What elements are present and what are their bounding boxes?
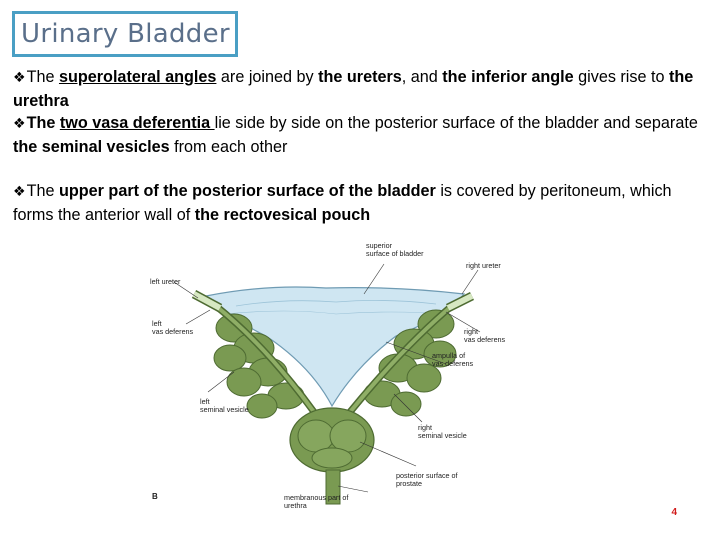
text: , and — [401, 68, 443, 86]
text: The — [26, 114, 60, 132]
page-number: 4 — [671, 507, 677, 518]
bladder-illustration — [146, 236, 514, 516]
text: gives rise to — [573, 68, 669, 86]
bullet-3: ❖The upper part of the posterior surface… — [13, 180, 713, 226]
right-seminal-vesicle — [363, 309, 457, 417]
bullet-marker-icon: ❖ — [13, 70, 26, 86]
term-inferior-angle: the inferior angle — [442, 68, 574, 86]
title-box: Urinary Bladder — [12, 11, 238, 57]
bullet-marker-icon: ❖ — [13, 184, 26, 200]
term-seminal-vesicles: the seminal vesicles — [13, 137, 170, 156]
membranous-urethra — [325, 469, 341, 505]
term-posterior-surface: upper part of the posterior surface of t… — [58, 182, 436, 200]
term-ureters: the ureters — [318, 68, 402, 86]
label-right-ureter: right ureter — [466, 261, 501, 270]
figure-tag: B — [152, 492, 158, 501]
bullet-list: ❖The superolateral angles are joined by … — [13, 66, 713, 226]
term-vasa-deferentia: two vasa deferentia — [59, 114, 215, 132]
label-left-ureter: left ureter — [150, 277, 181, 286]
term-superolateral-angles: superolateral angles — [58, 68, 217, 86]
text: from each other — [169, 137, 288, 156]
prostate — [289, 407, 375, 473]
text: are joined by — [216, 68, 319, 86]
text: The — [26, 68, 59, 86]
text: The — [26, 182, 59, 200]
term-urethra: the urethra — [13, 68, 694, 110]
text: is covered by peritoneum, which forms th… — [13, 182, 672, 224]
bullet-2: ❖The two vasa deferentia lie side by sid… — [13, 112, 713, 158]
text: lie side by side on the posterior surfac… — [214, 114, 698, 132]
bullet-1: ❖The superolateral angles are joined by … — [13, 66, 713, 112]
slide-title: Urinary Bladder — [21, 19, 230, 49]
bullet-marker-icon: ❖ — [13, 116, 26, 132]
term-rectovesical-pouch: the rectovesical pouch — [194, 205, 371, 224]
